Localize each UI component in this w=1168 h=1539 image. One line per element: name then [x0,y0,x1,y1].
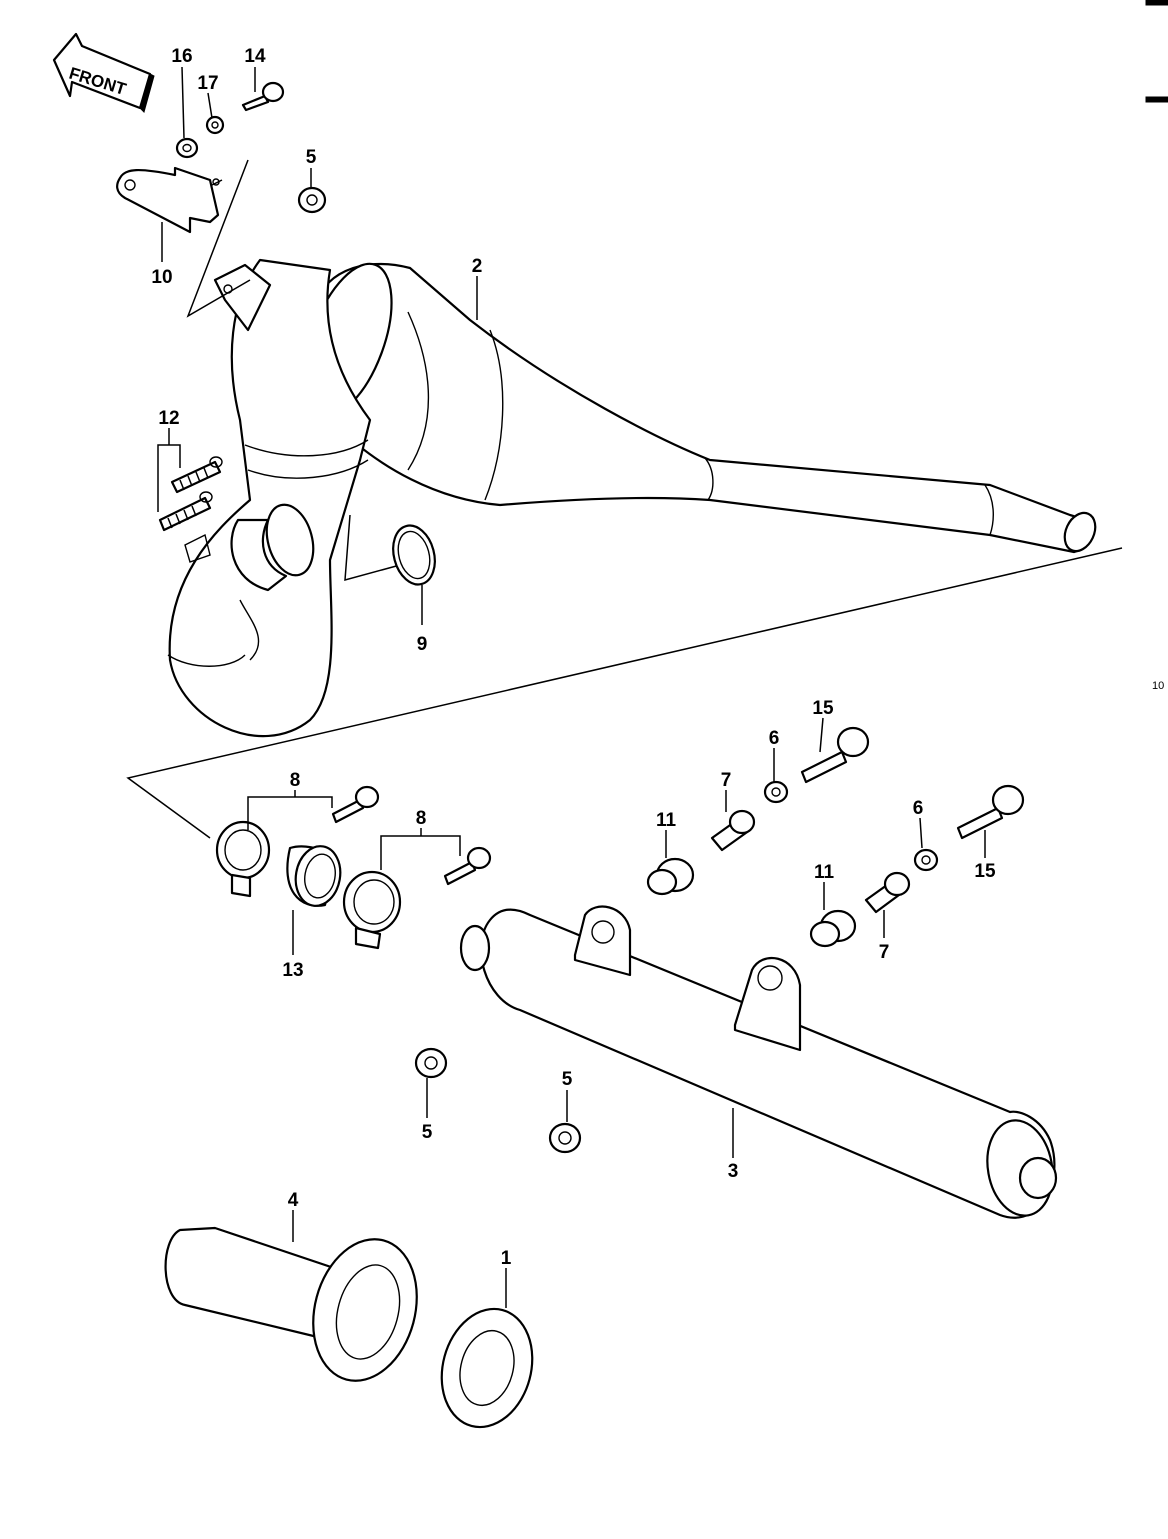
callout-11-upper: 11 [656,810,677,831]
callout-13: 13 [282,960,303,981]
callout-15-upper: 15 [812,698,834,719]
callout-11-lower: 11 [814,862,835,883]
callout-1: 1 [501,1248,512,1269]
page-number: 10 [1152,680,1164,692]
washer-part-16 [175,137,199,159]
callout-7-upper: 7 [721,770,732,791]
margin-mark-middle [1145,96,1168,103]
springs-part-12 [158,456,223,532]
nut-part-5-center [548,1122,582,1154]
front-arrow-icon: FRONT [52,32,155,113]
bracket-part-10 [116,166,223,234]
callout-8-left: 8 [290,770,301,791]
nut-part-5-top [297,186,327,214]
callout-8-right: 8 [416,808,427,829]
lock-washer-part-17 [205,115,225,135]
callout-5-left: 5 [422,1122,433,1143]
callout-5-top: 5 [306,147,317,168]
callout-6-lower: 6 [913,798,924,819]
grommet-part-11-upper [646,857,695,896]
nut-part-5-left [414,1047,448,1079]
bolt-part-14 [241,81,285,112]
callout-2: 2 [472,256,483,277]
silencer-part-3 [459,905,1058,1219]
gasket-part-9 [392,524,436,586]
callout-6-upper: 6 [769,728,780,749]
clamp-part-8-right [342,870,402,950]
callout-5-center: 5 [562,1069,573,1090]
tail-pipe-part-4 [164,1226,418,1382]
clamp-part-8-left [215,820,271,898]
grommet-part-11-lower [809,909,857,948]
bolt-part-15-lower [956,784,1025,840]
collar-part-7-lower [864,871,911,914]
rubber-joint-part-13 [286,845,342,907]
callout-10: 10 [151,267,172,288]
leader-lines [157,66,986,1308]
leader-bracket-10 [186,159,251,318]
callout-14: 14 [244,46,266,67]
assembly-guide-line [126,547,1123,839]
callout-16: 16 [171,46,192,67]
callout-17: 17 [197,73,218,94]
callout-15-lower: 15 [974,861,996,882]
washer-part-6-lower [913,848,939,872]
gasket-part-1 [440,1307,534,1429]
bolt-part-8-right [443,846,492,886]
callout-3: 3 [728,1161,739,1182]
bolt-part-8-left [331,785,380,824]
callout-9: 9 [417,634,428,655]
callout-4: 4 [288,1190,299,1211]
bolt-part-15-upper [800,726,870,784]
collar-part-7-upper [710,809,756,852]
callout-labels: 16 17 14 5 10 2 12 9 15 6 7 11 8 8 6 15 … [151,46,996,1269]
margin-mark-top [1145,0,1168,6]
expansion-chamber-part [167,258,1097,738]
leader-gasket-9 [344,514,401,582]
callout-12: 12 [158,408,179,429]
washer-part-6-upper [763,780,789,804]
callout-7-lower: 7 [879,942,890,963]
